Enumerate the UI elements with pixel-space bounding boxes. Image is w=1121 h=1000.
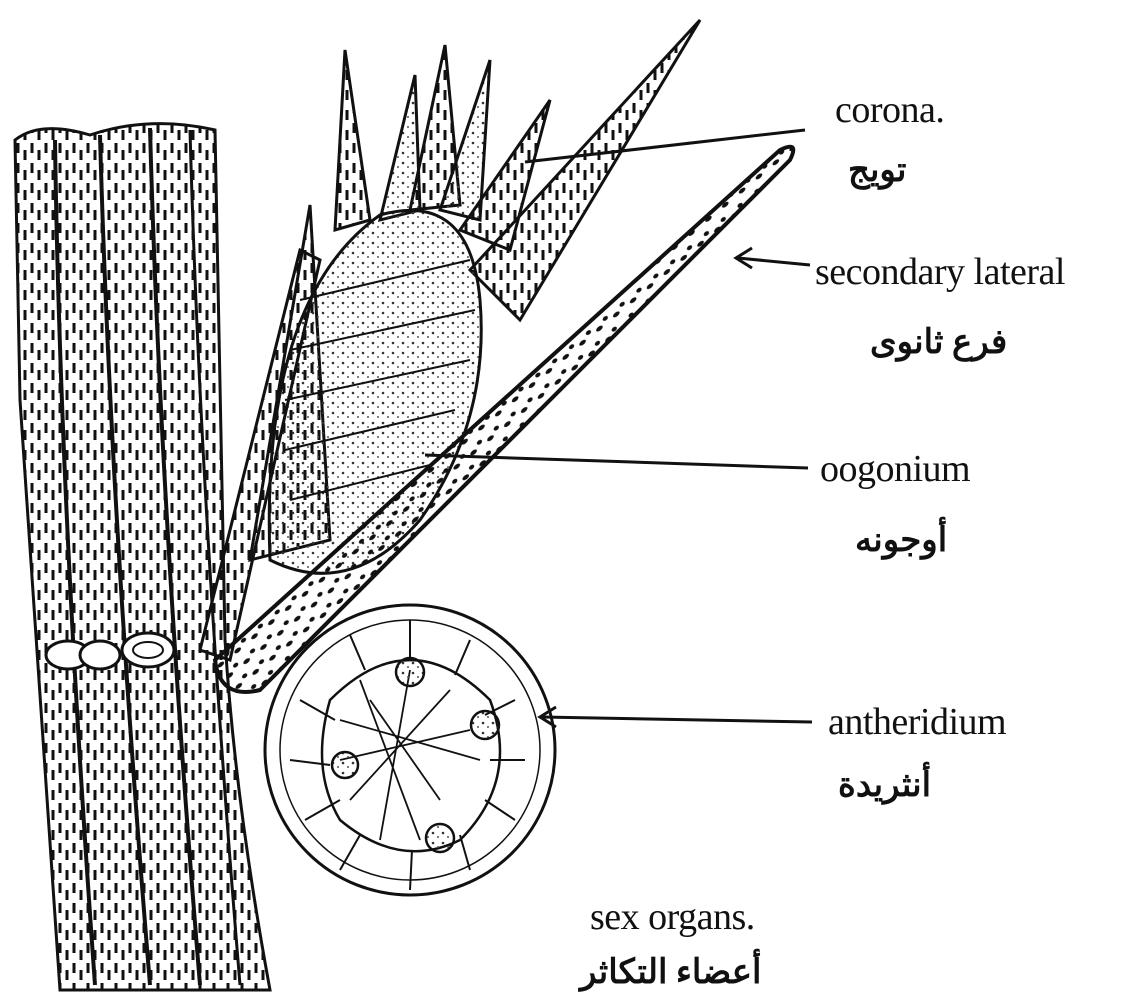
oogonium-label: oogonium xyxy=(820,447,970,491)
oogonium-label-ar: أوجونه xyxy=(855,520,947,560)
antheridium-label: antheridium xyxy=(828,700,1006,744)
antheridium-label-ar: أنثريدة xyxy=(838,765,931,805)
secondary-lateral-label-ar: فرع ثانوى xyxy=(870,322,1007,362)
secondary-lateral-leader xyxy=(738,258,810,265)
corona-leader xyxy=(525,130,805,162)
antheridium xyxy=(265,605,555,895)
sex-organs-caption-ar: أعضاء التكاثر xyxy=(580,952,762,992)
antheridium-leader xyxy=(542,717,812,722)
sex-organs-caption: sex organs. xyxy=(590,895,755,939)
corona-label-ar: تويج xyxy=(848,150,906,190)
corona-label: corona. xyxy=(835,88,944,132)
secondary-lateral-label: secondary lateral xyxy=(815,250,1065,294)
